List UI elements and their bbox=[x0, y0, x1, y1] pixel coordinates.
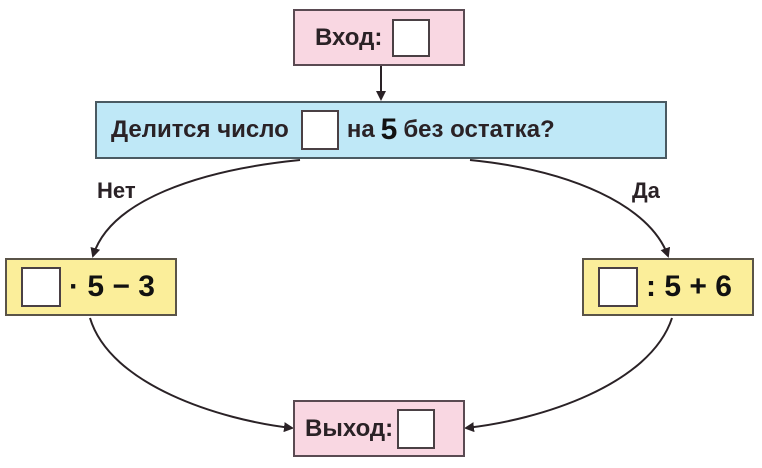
operation-no-node: · 5 − 3 bbox=[5, 258, 177, 316]
arrow-no-to-output bbox=[89, 317, 294, 433]
arrow-question-to-no bbox=[90, 159, 301, 258]
condition-divisor: 5 bbox=[380, 113, 398, 146]
arrow-question-to-yes bbox=[469, 159, 671, 258]
operation-yes-expression: : 5 + 6 bbox=[646, 270, 732, 303]
condition-word-na: на bbox=[346, 116, 375, 143]
operation-no-expression: · 5 − 3 bbox=[69, 270, 155, 303]
condition-value-box[interactable] bbox=[300, 110, 339, 150]
condition-node: Делится число на 5 без остатка? bbox=[95, 101, 667, 159]
input-value-box[interactable] bbox=[392, 18, 431, 57]
branch-label-yes: Да bbox=[632, 178, 660, 203]
arrow-yes-to-output bbox=[464, 317, 673, 433]
operation-yes-value-box[interactable] bbox=[598, 267, 638, 307]
output-label: Выход: bbox=[305, 414, 394, 442]
input-node: Вход: bbox=[293, 9, 465, 66]
operation-no-value-box[interactable] bbox=[21, 267, 61, 307]
condition-text-before: Делится число bbox=[111, 116, 289, 143]
operation-yes-node: : 5 + 6 bbox=[582, 258, 754, 316]
branch-label-no: Нет bbox=[97, 178, 136, 203]
condition-text-after: без остатка? bbox=[403, 116, 555, 143]
output-value-box[interactable] bbox=[397, 408, 436, 449]
input-label: Вход: bbox=[315, 23, 383, 51]
output-node: Выход: bbox=[293, 400, 465, 457]
